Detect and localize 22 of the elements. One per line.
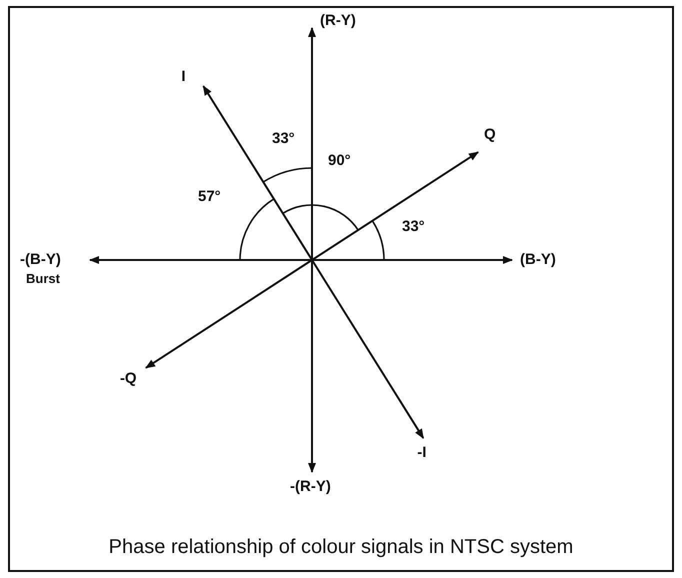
- phasor-arrow: [311, 151, 479, 261]
- axis-label: (R-Y): [320, 12, 356, 29]
- axis-label: -(R-Y): [290, 478, 331, 495]
- phasor-arrow: [145, 259, 313, 369]
- phasor-arrow: [202, 85, 313, 261]
- axis-label: I: [181, 68, 186, 86]
- angle-label: 33°: [402, 218, 425, 235]
- phasor-arrow: [89, 256, 312, 264]
- phasor-arrow: [311, 259, 424, 439]
- angle-label: 57°: [198, 188, 221, 205]
- axis-label: -(B-Y): [20, 251, 61, 268]
- axis-label: Q: [484, 126, 496, 144]
- axis-note: Burst: [26, 271, 60, 286]
- phasor-arrow: [312, 256, 513, 264]
- axis-label: -Q: [120, 370, 137, 387]
- figure-caption: Phase relationship of colour signals in NTSC system: [108, 536, 574, 559]
- phasor-arrow: [308, 27, 316, 260]
- phasor-arrow: [308, 260, 316, 473]
- axis-label: -I: [417, 444, 426, 462]
- angle-label: 90°: [328, 152, 351, 169]
- axis-label: (B-Y): [520, 251, 556, 268]
- angle-label: 33°: [272, 130, 295, 147]
